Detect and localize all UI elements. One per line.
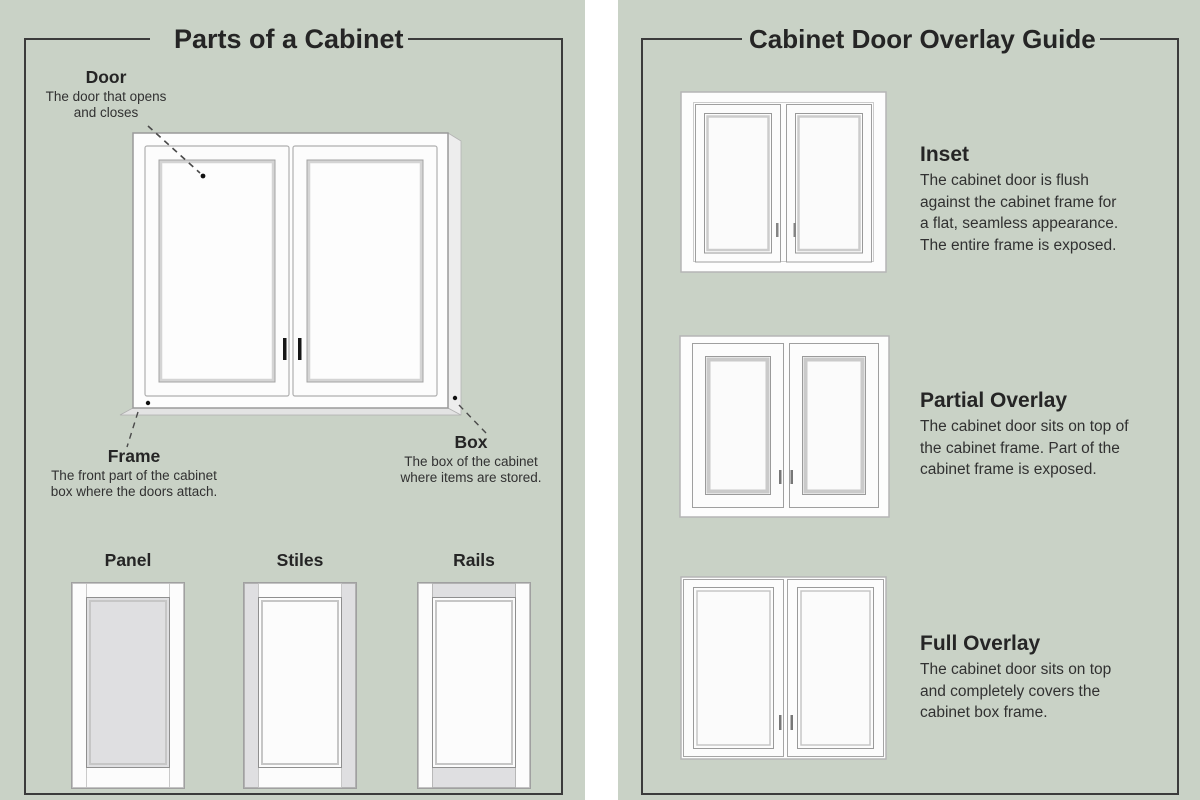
partial-overlay-cabinet-illustration	[679, 335, 890, 518]
door-callout-label: Door	[85, 67, 127, 87]
door-callout-desc: The door that opens and closes	[45, 89, 167, 120]
inset-left-handle	[776, 223, 779, 237]
door-callout: Door The door that opens and closes	[30, 67, 182, 121]
stiles-part-label: Stiles	[276, 550, 324, 570]
full-overlay-heading: Full Overlay	[920, 632, 1041, 655]
box-leader-line	[458, 404, 487, 434]
cabinet-illustration	[119, 125, 487, 448]
partial-overlay-description: The cabinet door sits on top of the cabi…	[920, 418, 1129, 478]
frame-callout-desc: The front part of the cabinet box where …	[50, 468, 218, 499]
left-door-handle	[283, 338, 287, 360]
frame-callout-label: Frame	[107, 446, 161, 466]
parts-of-cabinet-panel: Parts of a Cabinet Door The door that op…	[0, 0, 585, 800]
inset-cabinet-illustration	[680, 91, 887, 273]
highlighted-left-stile	[244, 583, 259, 788]
frame-callout: Frame The front part of the cabinet box …	[33, 446, 235, 500]
overlay-guide-panel: Cabinet Door Overlay Guide	[618, 0, 1200, 800]
panel-part-label: Panel	[104, 550, 152, 570]
inset-right-handle	[793, 223, 796, 237]
box-callout: Box The box of the cabinet where items a…	[388, 432, 554, 486]
partial-left-handle	[779, 470, 782, 484]
partial-right-handle	[790, 470, 793, 484]
inset-heading: Inset	[920, 143, 970, 166]
box-callout-label: Box	[454, 432, 488, 452]
full-right-handle	[790, 715, 793, 730]
highlighted-right-stile	[341, 583, 356, 788]
full-overlay-cabinet-illustration	[680, 576, 887, 760]
highlighted-panel	[86, 597, 170, 768]
frame-leader-dot	[145, 400, 151, 406]
highlighted-top-rail	[432, 583, 516, 598]
door-leader-dot	[200, 173, 206, 179]
panel-door-illustration	[71, 582, 185, 789]
box-leader-dot	[452, 395, 458, 401]
right-door-handle	[298, 338, 302, 360]
door-leader-line	[147, 125, 201, 174]
full-overlay-description: The cabinet door sits on top and complet…	[920, 661, 1112, 721]
inset-description: The cabinet door is flush against the ca…	[920, 172, 1119, 254]
frame-leader-line	[126, 411, 139, 448]
rails-door-illustration	[417, 582, 531, 789]
rails-part-label: Rails	[453, 550, 495, 570]
right-panel-title: Cabinet Door Overlay Guide	[742, 24, 1100, 55]
box-callout-desc: The box of the cabinet where items are s…	[400, 454, 542, 485]
full-left-handle	[779, 715, 782, 730]
partial-overlay-heading: Partial Overlay	[920, 389, 1068, 412]
highlighted-bottom-rail	[432, 767, 516, 788]
left-panel-title: Parts of a Cabinet	[150, 24, 408, 56]
stiles-door-illustration	[243, 582, 357, 789]
